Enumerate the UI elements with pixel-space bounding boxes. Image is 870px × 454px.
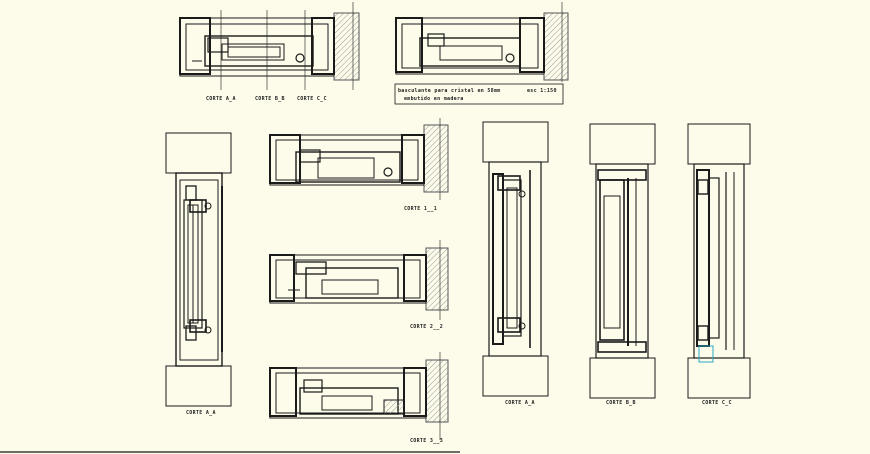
wall-hatch (423, 124, 449, 193)
note-scale: esc 1:150 (527, 88, 557, 94)
corte-2-detail: CORTE 2__2 (269, 240, 449, 330)
right-section-bb: CORTE B_B (589, 123, 656, 406)
highlight-marker (698, 345, 714, 363)
right-section-cc: CORTE C_C (687, 123, 751, 406)
label-left-aa: CORTE A_A (186, 410, 216, 416)
corte-1-detail: CORTE 1__1 (269, 118, 449, 212)
note-line-2: embutido en madera (404, 96, 464, 102)
left-vertical-section: CORTE A_A (165, 132, 232, 416)
top-label-c: CORTE C_C (297, 96, 327, 102)
wall-hatch (333, 12, 360, 81)
label-corte-2: CORTE 2__2 (410, 324, 443, 330)
wall-hatch (425, 247, 449, 311)
note-line-1: basculante para cristal en 58mm (398, 88, 501, 94)
top-label-a: CORTE A_A (206, 96, 236, 102)
label-corte-3: CORTE 3__3 (410, 438, 443, 444)
label-right-bb: CORTE B_B (606, 400, 636, 406)
wall-hatch (543, 12, 569, 81)
top-label-b: CORTE B_B (255, 96, 285, 102)
label-right-aa: CORTE A_A (505, 400, 535, 406)
wall-hatch (425, 359, 449, 423)
label-corte-1: CORTE 1__1 (404, 206, 437, 212)
corte-3-detail: CORTE 3__3 (269, 352, 449, 444)
label-right-cc: CORTE C_C (702, 400, 732, 406)
right-section-aa: CORTE A_A (482, 121, 549, 406)
top-right-detail: basculante para cristal en 58mm esc 1:15… (394, 2, 569, 105)
top-left-detail: CORTE A_A CORTE B_B CORTE C_C (179, 2, 360, 102)
